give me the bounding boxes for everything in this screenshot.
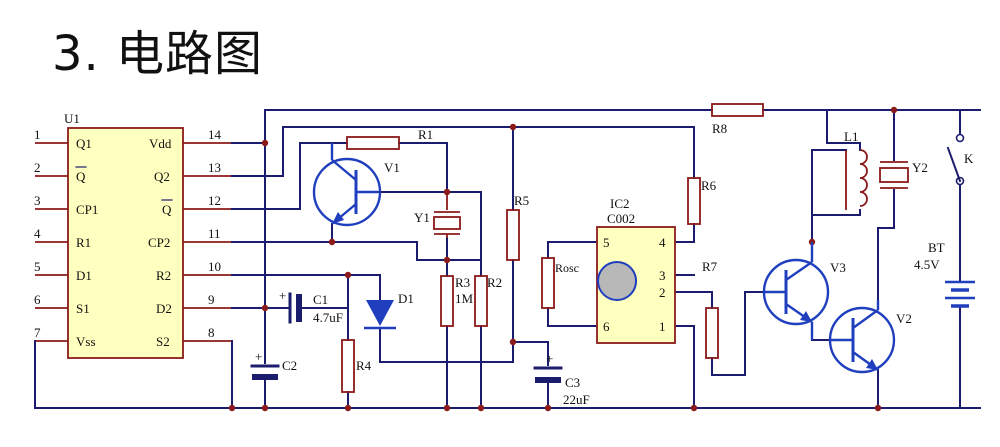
svg-text:22uF: 22uF [563, 392, 590, 407]
svg-text:R3: R3 [455, 275, 470, 290]
u1-pin-num: 4 [34, 226, 41, 241]
svg-text:R6: R6 [701, 178, 717, 193]
u1-pin-num: 10 [208, 259, 221, 274]
svg-text:IC2: IC2 [610, 196, 630, 211]
svg-text:R8: R8 [712, 121, 727, 136]
svg-text:D1: D1 [398, 291, 414, 306]
u1-pin-name: R2 [156, 268, 171, 283]
resistor-rosc: Rosc [541, 257, 579, 309]
u1-pin-num: 12 [208, 193, 221, 208]
u1-pin-num: 1 [34, 127, 41, 142]
u1-pin-num: 9 [208, 292, 215, 307]
u1-pin-name: D1 [76, 268, 92, 283]
inductor-l1: L1 [844, 129, 868, 210]
u1-pin-num: 7 [34, 325, 41, 340]
u1-pin-name: Q [76, 169, 86, 184]
diode-d1: D1 [364, 291, 414, 330]
svg-text:V3: V3 [830, 260, 846, 275]
resistor-r8: R8 [711, 103, 764, 136]
u1-pin-num: 3 [34, 193, 41, 208]
svg-text:5: 5 [603, 235, 610, 250]
svg-text:R7: R7 [702, 259, 718, 274]
svg-text:K: K [964, 151, 974, 166]
svg-text:1: 1 [659, 319, 666, 334]
svg-text:+: + [255, 349, 262, 364]
svg-text:V1: V1 [384, 160, 400, 175]
u1-pin-num: 5 [34, 259, 41, 274]
svg-text:L1: L1 [844, 129, 858, 144]
resistor-r5: R5 [506, 193, 529, 261]
u1-pin-name: Q [162, 202, 172, 217]
u1-pin-name: R1 [76, 235, 91, 250]
u1-right-pin-lines [183, 142, 232, 342]
capacitor-c1: + C1 4.7uF [279, 288, 343, 325]
svg-text:+: + [546, 351, 553, 366]
svg-text:R4: R4 [356, 358, 372, 373]
u1-pin-name: Vss [76, 334, 96, 349]
svg-text:C002: C002 [607, 211, 635, 226]
svg-text:1M: 1M [455, 291, 474, 306]
u1-pin-name: Vdd [149, 136, 172, 151]
u1-pin-name: CP2 [148, 235, 170, 250]
u1-pin-name: D2 [156, 301, 172, 316]
wires [34, 109, 981, 409]
resistor-r4: R4 [341, 339, 372, 393]
u1-pin-name: S1 [76, 301, 90, 316]
svg-text:Y1: Y1 [414, 210, 430, 225]
svg-text:4.5V: 4.5V [914, 257, 940, 272]
switch-k: K [946, 133, 974, 186]
page-title: 3. 电路图 [52, 26, 264, 82]
crystal-y2: Y2 [879, 160, 928, 189]
resistor-r1: R1 [346, 127, 433, 150]
svg-text:R5: R5 [514, 193, 529, 208]
u1-pin-num: 2 [34, 160, 41, 175]
u1-pin-num: 8 [208, 325, 215, 340]
u1-pin-name: CP1 [76, 202, 98, 217]
u1-pin-name: Q2 [154, 169, 170, 184]
svg-text:+: + [279, 288, 286, 303]
battery-bt: BT 4.5V [914, 240, 975, 308]
resistor-r2: R2 [474, 275, 502, 327]
svg-text:C2: C2 [282, 358, 297, 373]
transistor-v1: V1 [312, 143, 400, 227]
svg-text:R1: R1 [418, 127, 433, 142]
u1-pin-num: 6 [34, 292, 41, 307]
crystal-y1: Y1 [414, 192, 461, 238]
svg-text:3: 3 [659, 268, 666, 283]
svg-text:C3: C3 [565, 375, 580, 390]
u1-pin-num: 14 [208, 127, 222, 142]
ic2-chip: IC2 C002 5 4 3 2 6 1 [596, 196, 676, 344]
transistor-v3: V3 [762, 242, 846, 340]
svg-text:4.7uF: 4.7uF [313, 310, 343, 325]
u1-ref: U1 [64, 111, 80, 126]
svg-text:BT: BT [928, 240, 945, 255]
u1-pin-name: Q1 [76, 136, 92, 151]
resistor-r6: R6 [687, 177, 717, 225]
svg-text:Rosc: Rosc [555, 261, 579, 275]
svg-text:4: 4 [659, 235, 666, 250]
u1-pin-num: 13 [208, 160, 221, 175]
svg-text:6: 6 [603, 319, 610, 334]
svg-text:R2: R2 [487, 275, 502, 290]
resistor-r3: R3 1M [440, 275, 474, 327]
capacitor-c2: + C2 [250, 349, 297, 380]
svg-text:Y2: Y2 [912, 160, 928, 175]
u1-pin-name: S2 [156, 334, 170, 349]
transistor-v2: V2 [828, 300, 912, 374]
junction-dots [228, 106, 898, 412]
u1-chip [67, 127, 184, 359]
u1-pin-num: 11 [208, 226, 221, 241]
capacitor-c3: + C3 22uF [533, 351, 590, 407]
svg-text:2: 2 [659, 285, 666, 300]
svg-text:V2: V2 [896, 311, 912, 326]
resistor-r7: R7 [702, 259, 719, 359]
svg-text:C1: C1 [313, 292, 328, 307]
u1-left-pin-lines [35, 142, 68, 342]
